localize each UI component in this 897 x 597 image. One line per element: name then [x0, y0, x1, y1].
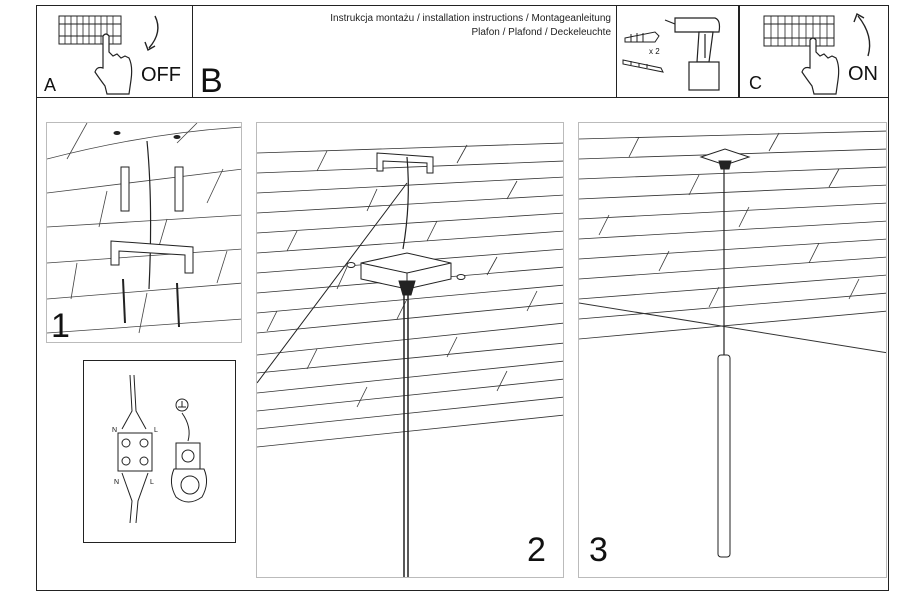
step-c-box: C ON	[739, 5, 889, 98]
neutral-label: N	[112, 427, 118, 434]
instructions-line1: Instrukcja montażu / installation instru…	[330, 13, 611, 24]
pendant-lamp	[717, 354, 731, 558]
step-a-box: A OFF	[36, 5, 193, 98]
mounting-bracket	[376, 152, 434, 174]
tools-box: x 2	[616, 5, 739, 98]
step-a-action: OFF	[141, 64, 181, 86]
step-c-action: ON	[848, 63, 878, 85]
mounting-bracket	[110, 240, 194, 274]
ground-symbol-icon	[175, 398, 189, 412]
canopy	[699, 148, 751, 166]
step-a-label: A	[44, 75, 57, 95]
neutral-label-bottom: N	[114, 479, 120, 486]
rotate-arrow-icon	[144, 15, 159, 52]
drill-icon	[664, 17, 721, 91]
screw-icon	[346, 262, 356, 268]
fuse-box-icon	[763, 12, 871, 95]
header-divider	[36, 97, 889, 98]
live-label: L	[154, 427, 158, 434]
step-3-number: 3	[589, 531, 608, 569]
step-2-number: 2	[527, 531, 546, 569]
rotate-arrow-icon	[853, 12, 871, 57]
fuse-box-icon	[58, 15, 159, 95]
step-1-panel: 1	[46, 122, 242, 343]
page-frame	[36, 5, 889, 591]
screw-icon	[122, 278, 126, 324]
step-c-label: C	[749, 73, 762, 93]
wall-plug-icon	[624, 31, 660, 43]
screw-icon	[622, 59, 664, 73]
hand-icon	[94, 33, 133, 95]
instructions-title: Instrukcja montażu / installation instru…	[330, 12, 611, 40]
wiring-detail-box: N L N L	[83, 360, 236, 543]
step-1-number: 1	[51, 307, 70, 343]
terminal-block-icon	[117, 432, 153, 472]
canopy	[360, 252, 452, 290]
instructions-line2: Plafon / Plafond / Deckeleuchte	[471, 27, 611, 38]
step-2-panel: 2	[256, 122, 564, 578]
tools-count: x 2	[649, 47, 660, 56]
wall-plug-icon	[120, 166, 130, 212]
step-3-panel: 3	[578, 122, 887, 578]
detail-pointer	[257, 182, 408, 384]
step-b-label: B	[200, 62, 223, 100]
live-label-bottom: L	[150, 479, 154, 486]
hand-icon	[801, 37, 840, 95]
